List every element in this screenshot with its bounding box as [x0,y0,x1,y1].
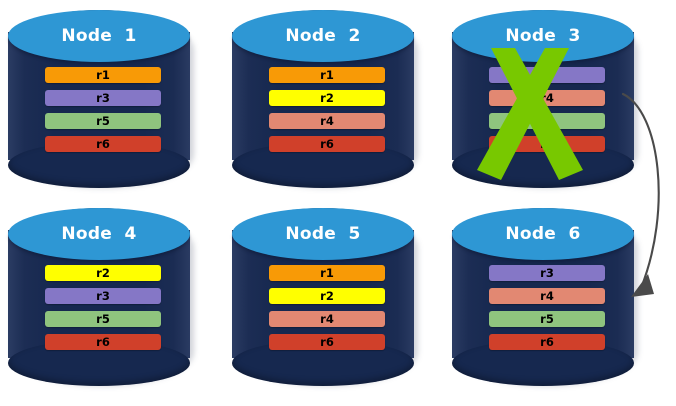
record-stripe[interactable]: r1 [269,265,385,281]
record-stripe[interactable]: r5 [489,113,605,129]
record-list: r1 r3 r5 r6 [45,67,161,152]
database-node-2[interactable]: Node 2 r1 r2 r4 r6 [232,10,418,188]
record-stripe[interactable]: r6 [489,136,605,152]
record-list: r3 r4 r5 r6 [489,67,605,152]
record-stripe[interactable]: r6 [269,136,385,152]
record-list: r1 r2 r4 r6 [269,67,385,152]
record-stripe[interactable]: r4 [269,113,385,129]
record-stripe[interactable]: r4 [269,311,385,327]
record-stripe[interactable]: r2 [269,288,385,304]
record-stripe[interactable]: r1 [269,67,385,83]
node-label: Node 4 [61,224,137,244]
record-stripe[interactable]: r3 [489,67,605,83]
record-stripe[interactable]: r6 [45,334,161,350]
database-node-4[interactable]: Node 4 r2 r3 r5 r6 [8,208,194,386]
record-stripe[interactable]: r3 [45,90,161,106]
record-list: r2 r3 r5 r6 [45,265,161,350]
node-top-cap [232,10,414,62]
database-node-1[interactable]: Node 1 r1 r3 r5 r6 [8,10,194,188]
node-label: Node 5 [285,224,361,244]
node-top-cap [8,10,190,62]
record-stripe[interactable]: r6 [269,334,385,350]
node-label: Node 1 [61,26,137,46]
record-stripe[interactable]: r5 [45,113,161,129]
record-stripe[interactable]: r6 [45,136,161,152]
record-stripe[interactable]: r3 [45,288,161,304]
node-top-cap [452,208,634,260]
record-stripe[interactable]: r5 [45,311,161,327]
record-stripe[interactable]: r2 [45,265,161,281]
record-stripe[interactable]: r3 [489,265,605,281]
database-node-3[interactable]: Node 3 r3 r4 r5 r6 [452,10,638,188]
record-list: r1 r2 r4 r6 [269,265,385,350]
node-label: Node 2 [285,26,361,46]
node-top-cap [8,208,190,260]
node-top-cap [232,208,414,260]
node-label: Node 3 [505,26,581,46]
record-stripe[interactable]: r4 [489,288,605,304]
database-node-6[interactable]: Node 6 r3 r4 r5 r6 [452,208,638,386]
record-stripe[interactable]: r6 [489,334,605,350]
record-stripe[interactable]: r5 [489,311,605,327]
record-stripe[interactable]: r1 [45,67,161,83]
record-stripe[interactable]: r2 [269,90,385,106]
record-list: r3 r4 r5 r6 [489,265,605,350]
database-node-5[interactable]: Node 5 r1 r2 r4 r6 [232,208,418,386]
record-stripe[interactable]: r4 [489,90,605,106]
node-label: Node 6 [505,224,581,244]
